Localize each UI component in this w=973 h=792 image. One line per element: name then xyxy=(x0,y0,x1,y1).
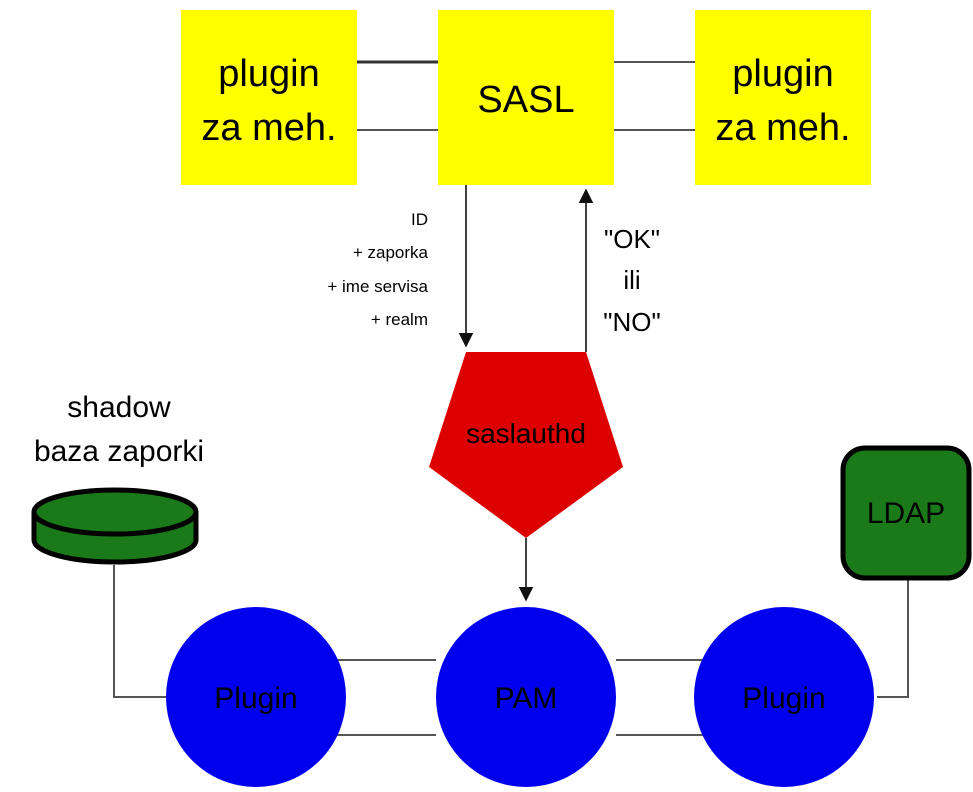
shadow-line1: shadow xyxy=(67,391,171,424)
pam-circle xyxy=(436,607,616,787)
request-label-1: ID xyxy=(411,210,428,229)
request-label-4: + realm xyxy=(371,310,428,329)
request-label-2: + zaporka xyxy=(353,243,429,262)
saslauthd-label: saslauthd xyxy=(466,418,586,449)
response-label-1: "OK" xyxy=(604,224,660,254)
plugin-right-box xyxy=(695,10,871,185)
request-label-3: + ime servisa xyxy=(327,277,428,296)
plugin-left-line1: plugin xyxy=(218,53,319,95)
plugin-right-line1: plugin xyxy=(732,53,833,95)
pam-label: PAM xyxy=(495,682,558,715)
sasl-box xyxy=(438,10,614,185)
connector-ldap-plugin xyxy=(877,578,909,698)
ldap-label: LDAP xyxy=(867,497,945,530)
shadow-database-icon xyxy=(31,487,199,565)
shadow-line2: baza zaporki xyxy=(34,435,204,468)
plugin-bottom-right-label: Plugin xyxy=(742,682,825,715)
ldap-box xyxy=(840,445,972,581)
plugin-bottom-left-circle xyxy=(166,607,346,787)
response-label-3: "NO" xyxy=(603,307,660,337)
plugin-bottom-right-circle xyxy=(694,607,874,787)
sasl-label: SASL xyxy=(477,79,574,121)
saslauthd-pentagon xyxy=(429,352,623,538)
connector-shadow-plugin xyxy=(113,565,166,698)
response-label-2: ili xyxy=(623,265,640,295)
plugin-left-line2: za meh. xyxy=(201,107,336,149)
plugin-left-box xyxy=(181,10,357,185)
plugin-right-line2: za meh. xyxy=(715,107,850,149)
plugin-bottom-left-label: Plugin xyxy=(214,682,297,715)
